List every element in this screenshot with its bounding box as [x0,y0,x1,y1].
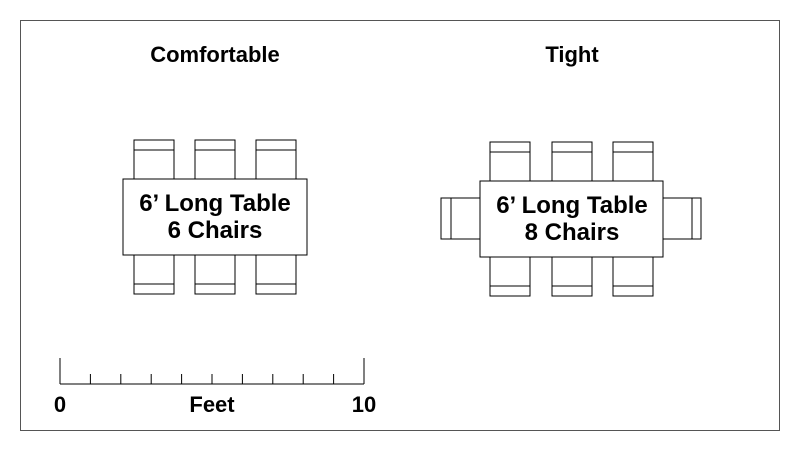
table-tight [479,180,664,258]
chair-left-end-tight [440,197,481,240]
table-label-line1-comfortable: 6’ Long Table [139,190,291,217]
chair [612,256,654,297]
chairs-bottom-comfortable [133,254,297,295]
chairs-top-tight [489,141,654,182]
chairs-bottom-tight [489,256,654,297]
chair-right-end-tight [662,197,702,240]
scale-bar: 0 Feet 10 [54,358,376,417]
chair [194,139,236,180]
layout-title-comfortable: Comfortable [150,42,280,67]
table-label-line2-comfortable: 6 Chairs [168,217,263,244]
scale-ticks [59,358,365,384]
chair [489,141,531,182]
chair [255,254,297,295]
chair [612,141,654,182]
chair [551,141,593,182]
chair [133,139,175,180]
scale-min-label: 0 [54,392,66,417]
diagram-frame [20,20,780,431]
table-label-line2-tight: 8 Chairs [525,219,620,246]
chair [194,254,236,295]
table-comfortable [122,178,308,256]
chair [551,256,593,297]
table-label-line1-tight: 6’ Long Table [496,192,648,219]
layout-comfortable: Comfortable 6’ Long Table [122,42,308,295]
chair [255,139,297,180]
layout-tight: Tight [440,42,702,297]
layout-title-tight: Tight [545,42,599,67]
scale-unit-label: Feet [189,392,235,417]
chair [133,254,175,295]
scale-max-label: 10 [352,392,376,417]
chairs-top-comfortable [133,139,297,180]
chair [489,256,531,297]
